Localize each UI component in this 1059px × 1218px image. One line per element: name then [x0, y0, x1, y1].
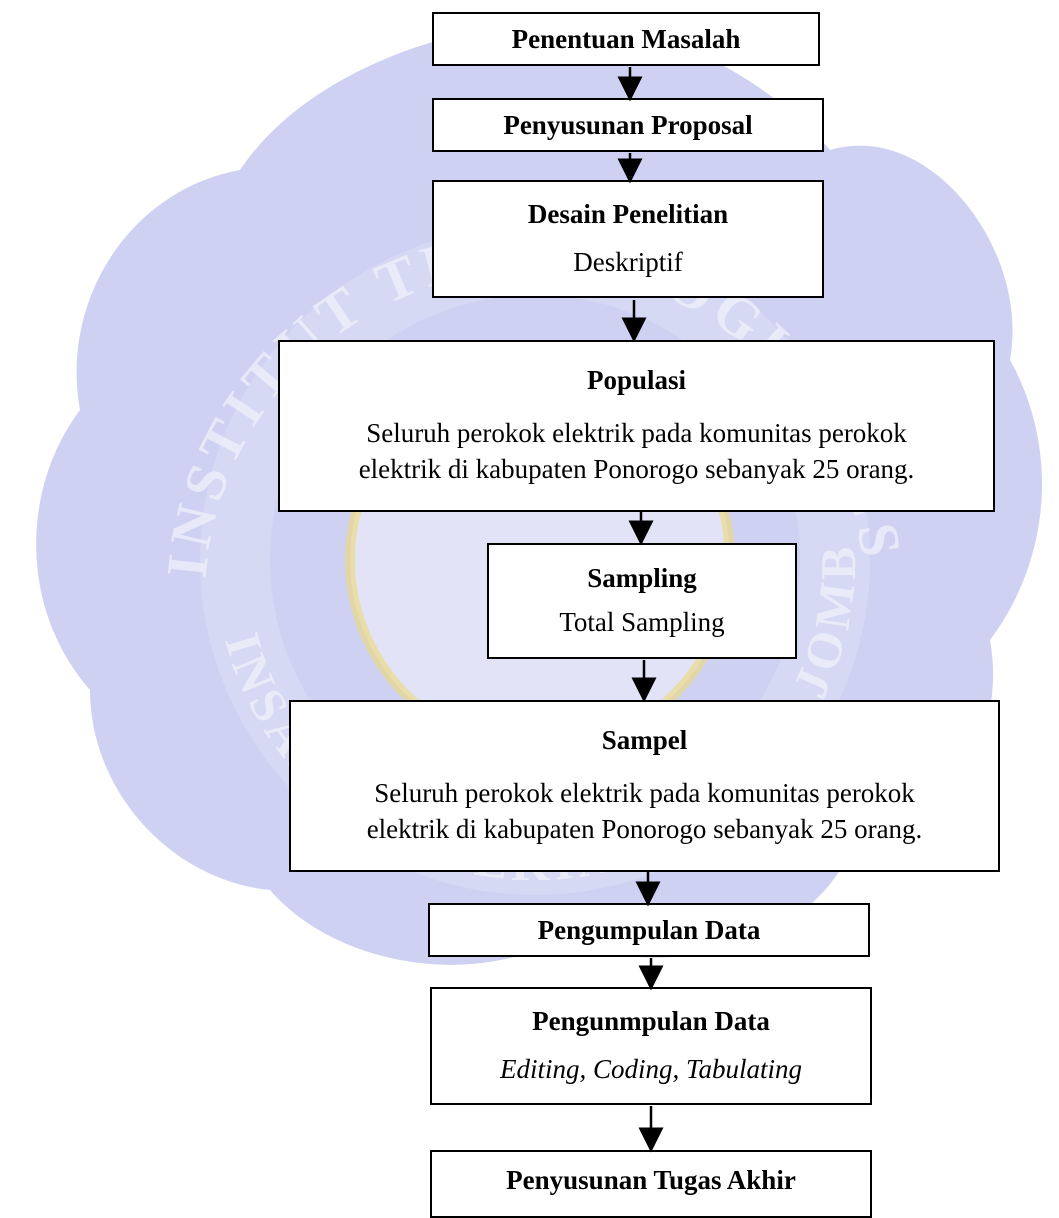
- step-pengolahan-data: Pengunmpulan Data Editing, Coding, Tabul…: [430, 987, 872, 1105]
- step-title: Desain Penelitian: [527, 198, 729, 229]
- step-title: Sampling: [587, 562, 697, 593]
- step-title: Penyusunan Tugas Akhir: [506, 1165, 796, 1195]
- step-body: Editing, Coding, Tabulating: [499, 1053, 803, 1084]
- step-title: Pengumpulan Data: [537, 914, 761, 945]
- step-desain-penelitian: Desain Penelitian Deskriptif: [432, 180, 824, 298]
- step-body: Deskriptif: [573, 246, 683, 277]
- step-penentuan-masalah: Penentuan Masalah: [432, 12, 820, 66]
- step-body-line2: elektrik di kabupaten Ponorogo sebanyak …: [366, 814, 923, 845]
- step-body-line2: elektrik di kabupaten Ponorogo sebanyak …: [358, 454, 915, 485]
- step-body-line1: Seluruh perokok elektrik pada komunitas …: [374, 777, 915, 808]
- step-populasi: Populasi Seluruh perokok elektrik pada k…: [278, 340, 995, 512]
- step-title: Penentuan Masalah: [511, 23, 741, 54]
- step-title: Pengunmpulan Data: [532, 1005, 770, 1036]
- step-title: Sampel: [601, 725, 688, 756]
- step-sampling: Sampling Total Sampling: [487, 543, 797, 659]
- step-body-line1: Seluruh perokok elektrik pada komunitas …: [366, 417, 907, 448]
- step-pengumpulan-data: Pengumpulan Data: [428, 903, 870, 957]
- step-penyusunan-proposal: Penyusunan Proposal: [432, 98, 824, 152]
- step-penyusunan-tugas-akhir: Penyusunan Tugas Akhir: [430, 1150, 872, 1218]
- step-body: Total Sampling: [559, 606, 725, 637]
- step-sampel: Sampel Seluruh perokok elektrik pada kom…: [289, 700, 1000, 872]
- step-title: Penyusunan Proposal: [503, 109, 753, 140]
- step-title: Populasi: [586, 365, 687, 396]
